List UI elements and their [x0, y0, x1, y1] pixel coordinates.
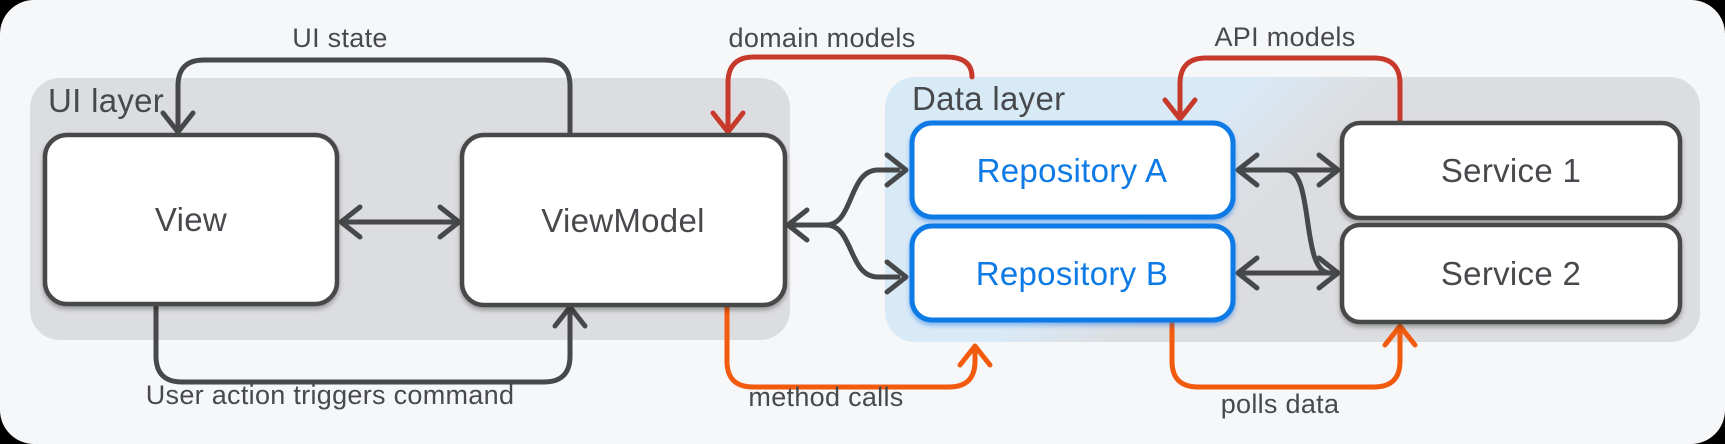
- edge-method-calls: method calls: [724, 303, 993, 412]
- viewmodel-box: [459, 132, 788, 308]
- user-action-arrow-line: [153, 301, 573, 385]
- ui-layer-label: UI layer: [48, 82, 164, 119]
- edge-ui-state: UI state: [160, 23, 573, 138]
- edge-viewmodel-repositories-fork: [785, 152, 909, 295]
- service-1-arrowhead-icon: [1316, 152, 1341, 188]
- ui-state-label: UI state: [292, 23, 387, 53]
- repository-a-box: [909, 120, 1236, 220]
- api-models-label: API models: [1214, 22, 1355, 52]
- polls-data-arrowhead-icon: [1382, 323, 1418, 348]
- node-service-1: Service 1: [1339, 120, 1683, 221]
- polls-data-arrow-line: [1169, 318, 1403, 390]
- polls-data-label: polls data: [1221, 389, 1340, 419]
- domain-models-arrow-line: [725, 54, 975, 131]
- service-1-label: Service 1: [1441, 152, 1581, 189]
- repository-b-label: Repository B: [976, 255, 1169, 292]
- api-models-arrowhead-icon: [1162, 97, 1198, 122]
- ui-state-arrow-line: [175, 57, 573, 138]
- edge-repo-b-service-2: [1235, 255, 1341, 291]
- service-lines-connector: [1283, 167, 1333, 276]
- ui-state-arrowhead-icon: [160, 110, 196, 135]
- service-2-box: [1339, 222, 1683, 325]
- data-layer-label: Data layer: [912, 80, 1065, 117]
- fork-repo-a-arrowhead-icon: [884, 152, 909, 188]
- api-models-arrow-line: [1177, 55, 1403, 126]
- method-calls-arrow-line: [724, 303, 978, 390]
- edge-domain-models: domain models: [710, 23, 975, 135]
- repository-a-label: Repository A: [977, 152, 1168, 189]
- viewmodel-label: ViewModel: [541, 202, 705, 239]
- view-viewmodel-right-arrowhead-icon: [437, 204, 462, 240]
- view-box: [42, 132, 340, 307]
- view-label: View: [155, 201, 227, 238]
- user-action-label: User action triggers command: [146, 380, 515, 410]
- node-service-2: Service 2: [1339, 222, 1683, 325]
- node-repository-a: Repository A: [909, 120, 1236, 220]
- repository-b-box: [909, 223, 1236, 323]
- edge-api-models: API models: [1162, 22, 1403, 126]
- service-2-arrowhead-icon: [1316, 255, 1341, 291]
- node-viewmodel: ViewModel: [459, 132, 788, 308]
- node-repository-b: Repository B: [909, 223, 1236, 323]
- method-calls-arrowhead-icon: [957, 343, 993, 368]
- repo-a-arrowhead-icon: [1235, 152, 1260, 188]
- service-1-box: [1339, 120, 1683, 221]
- domain-models-label: domain models: [729, 23, 916, 53]
- fork-repo-b-arrowhead-icon: [884, 259, 909, 295]
- domain-models-arrowhead-icon: [710, 110, 746, 135]
- service-2-label: Service 2: [1441, 255, 1581, 292]
- fork-left-arrowhead-icon: [785, 207, 810, 243]
- edge-polls-data: polls data: [1169, 318, 1418, 419]
- view-viewmodel-left-arrowhead-icon: [338, 204, 363, 240]
- method-calls-label: method calls: [748, 382, 903, 412]
- repo-b-arrowhead-icon: [1235, 255, 1260, 291]
- edge-view-viewmodel: [338, 204, 462, 240]
- fork-lines: [789, 167, 901, 280]
- node-view: View: [42, 132, 340, 307]
